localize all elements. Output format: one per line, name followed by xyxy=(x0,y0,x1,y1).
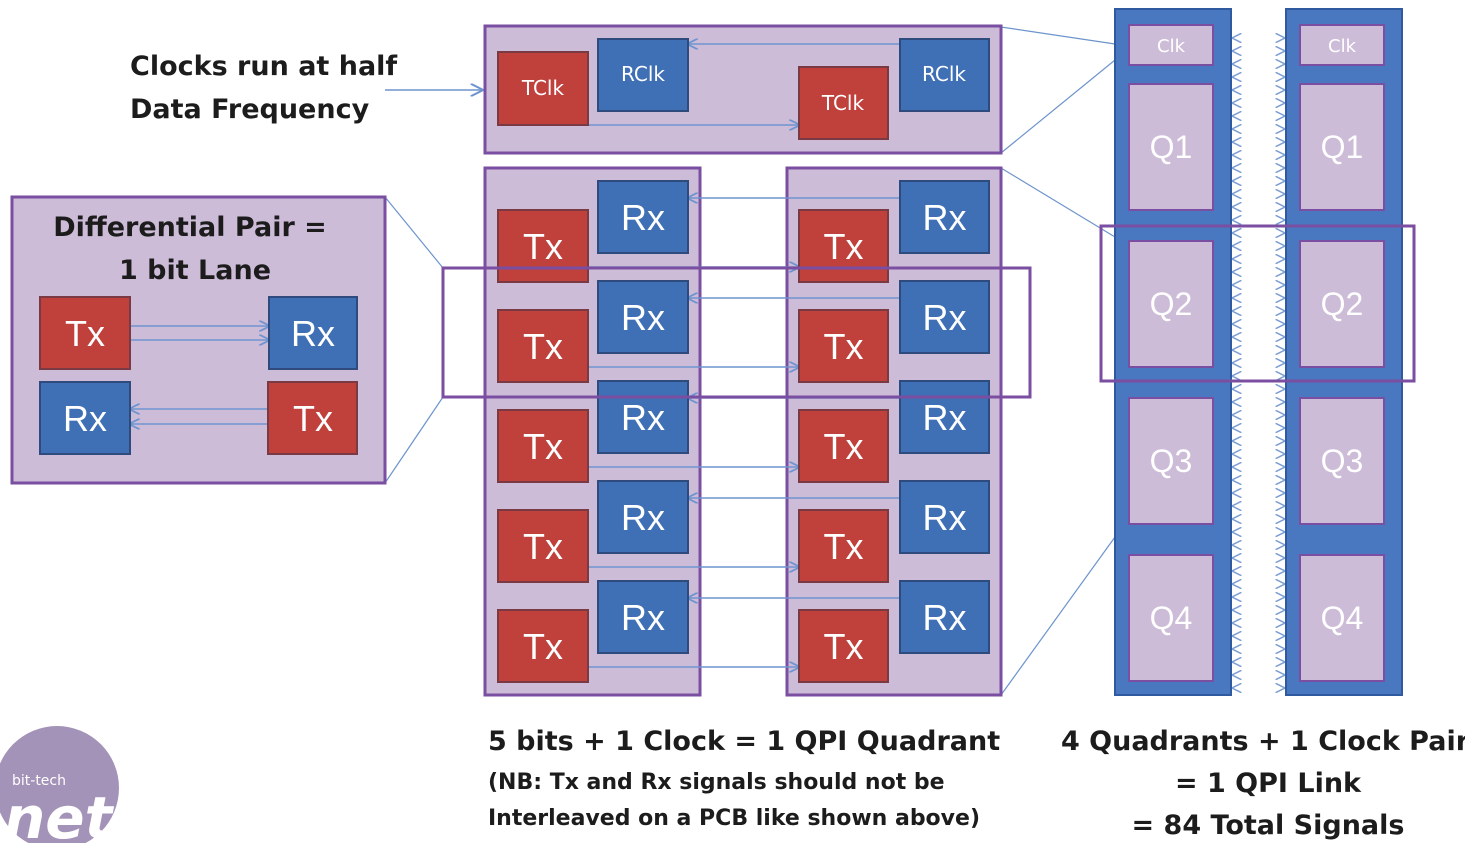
rx-block-label: Rx xyxy=(923,497,967,538)
tx-block: Tx xyxy=(497,609,589,683)
rx-block: Rx xyxy=(597,380,689,454)
rx-block: Rx xyxy=(899,580,990,654)
tx-block: Tx xyxy=(39,296,131,370)
clock-note-line1: Clocks run at half xyxy=(130,51,397,82)
tx-block-label: Tx xyxy=(523,426,563,467)
tx-block-label: Tx xyxy=(824,526,864,567)
rx-block: Rx xyxy=(39,381,131,455)
rclk-label: RClk xyxy=(621,62,665,86)
tx-block: Tx xyxy=(798,309,889,383)
tx-block: Tx xyxy=(497,309,589,383)
quadrant-block-q4-left: Q4 xyxy=(1128,554,1214,682)
svg-text:Tx: Tx xyxy=(65,313,105,354)
quadrant-block-q2-left: Q2 xyxy=(1128,240,1214,368)
tclk-label: TClk xyxy=(521,76,565,100)
bit-tech-logo: bit-tech net xyxy=(0,726,119,843)
rx-block-label: Rx xyxy=(923,597,967,638)
clk-block-left: Clk xyxy=(1128,24,1214,66)
clk-block-right: Clk xyxy=(1299,24,1385,66)
rx-block: Rx xyxy=(899,380,990,454)
tclk-block-left: TClk xyxy=(497,51,589,126)
logo-small-text: bit-tech xyxy=(12,773,66,789)
link-caption-line3: = 84 Total Signals xyxy=(1132,810,1405,841)
rx-block: Rx xyxy=(899,180,990,254)
rx-block-label: Rx xyxy=(923,297,967,338)
tx-block: Tx xyxy=(497,509,589,583)
rx-block: Rx xyxy=(597,180,689,254)
differential-pair-panel: Differential Pair = 1 bit Lane Tx Rx Rx … xyxy=(10,195,387,485)
lane-highlight xyxy=(441,266,1032,399)
rx-block-label: Rx xyxy=(621,397,665,438)
logo-big-text: net xyxy=(4,784,115,843)
quadrant-note-line1: (NB: Tx and Rx signals should not be xyxy=(488,770,945,795)
quadrant-block-q3-left: Q3 xyxy=(1128,397,1214,525)
tclk-label: TClk xyxy=(821,91,865,115)
rx-block-label: Rx xyxy=(621,497,665,538)
rclk-label: RClk xyxy=(922,62,966,86)
rclk-block-right: RClk xyxy=(899,38,990,112)
tx-block-label: Tx xyxy=(824,626,864,667)
rx-block: Rx xyxy=(899,480,990,554)
rx-block-label: Rx xyxy=(923,397,967,438)
rx-block: Rx xyxy=(899,280,990,354)
quadrant-highlight xyxy=(1099,224,1416,383)
tx-block-label: Tx xyxy=(523,226,563,267)
tx-block: Tx xyxy=(497,409,589,483)
tx-block: Tx xyxy=(798,209,889,283)
tx-block: Tx xyxy=(798,409,889,483)
tx-block-label: Tx xyxy=(824,326,864,367)
link-caption-line2: = 1 QPI Link xyxy=(1175,768,1362,799)
quadrant-block-q1-right: Q1 xyxy=(1299,83,1385,211)
quadrant-label: Q4 xyxy=(1150,600,1193,636)
tx-block-label: Tx xyxy=(523,626,563,667)
link-caption-line1: 4 Quadrants + 1 Clock Pair xyxy=(1061,726,1465,757)
clk-label: Clk xyxy=(1328,36,1357,57)
rx-block: Rx xyxy=(268,296,358,370)
quadrant-label: Q1 xyxy=(1150,129,1193,165)
quadrant-block-q2-right: Q2 xyxy=(1299,240,1385,368)
tx-block-label: Tx xyxy=(523,326,563,367)
rx-block-label: Rx xyxy=(621,297,665,338)
quadrant-note-line2: Interleaved on a PCB like shown above) xyxy=(488,806,980,831)
quadrant-label: Q1 xyxy=(1321,129,1364,165)
rx-block-label: Rx xyxy=(621,197,665,238)
tx-block: Tx xyxy=(267,381,358,455)
quadrant-block-q3-right: Q3 xyxy=(1299,397,1385,525)
tx-block-label: Tx xyxy=(824,226,864,267)
clock-panel: TClk RClk TClk RClk xyxy=(483,24,1003,155)
svg-text:Tx: Tx xyxy=(293,398,333,439)
svg-text:Rx: Rx xyxy=(291,313,335,354)
rx-block: Rx xyxy=(597,480,689,554)
quadrant-label: Q3 xyxy=(1150,443,1193,479)
rclk-block-left: RClk xyxy=(597,38,689,112)
quadrant-block-q1-left: Q1 xyxy=(1128,83,1214,211)
tx-block: Tx xyxy=(497,209,589,283)
svg-text:Rx: Rx xyxy=(63,398,107,439)
tx-block-label: Tx xyxy=(523,526,563,567)
tx-block: Tx xyxy=(798,609,889,683)
clk-label: Clk xyxy=(1157,36,1186,57)
clock-note-line2: Data Frequency xyxy=(130,94,370,125)
quadrant-label: Q2 xyxy=(1150,286,1193,322)
quadrant-label: Q4 xyxy=(1321,600,1364,636)
pair-title-line1: Differential Pair = xyxy=(53,212,327,243)
rx-block: Rx xyxy=(597,280,689,354)
tclk-block-right: TClk xyxy=(798,66,889,140)
quadrant-label: Q3 xyxy=(1321,443,1364,479)
rx-block-label: Rx xyxy=(621,597,665,638)
quadrant-caption: 5 bits + 1 Clock = 1 QPI Quadrant xyxy=(488,726,1000,757)
tx-block: Tx xyxy=(798,509,889,583)
rx-block-label: Rx xyxy=(923,197,967,238)
quadrant-label: Q2 xyxy=(1321,286,1364,322)
rx-block: Rx xyxy=(597,580,689,654)
quadrant-block-q4-right: Q4 xyxy=(1299,554,1385,682)
tx-block-label: Tx xyxy=(824,426,864,467)
callout-lines xyxy=(384,26,1116,696)
pair-title-line2: 1 bit Lane xyxy=(119,255,271,286)
